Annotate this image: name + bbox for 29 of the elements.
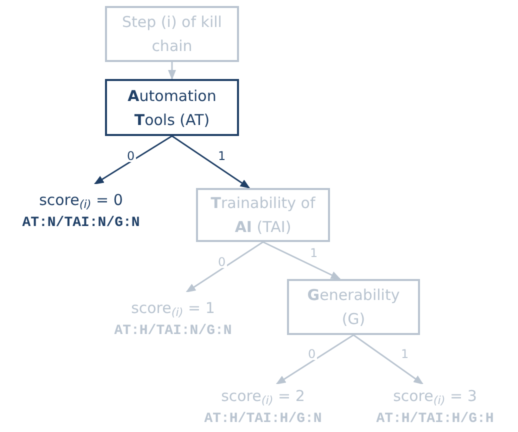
arrow — [276, 334, 354, 385]
node-text: Automation Tools (AT) — [126, 86, 218, 130]
vector-code: AT:H/TAI:H/G:N — [204, 410, 322, 429]
score-formula: score$_{(i)}$ = 1 — [131, 298, 215, 320]
decision-box — [196, 188, 330, 242]
arrow — [353, 334, 424, 385]
decision-box — [105, 6, 239, 62]
arrow — [262, 241, 341, 280]
arrow — [168, 62, 176, 80]
vector-code: AT:H/TAI:H/G:H — [376, 410, 494, 429]
edge-label: 1 — [400, 348, 410, 360]
decision-box — [105, 79, 239, 136]
decision-box — [287, 279, 420, 335]
node-text: Trainability of AI (TAI) — [210, 193, 316, 238]
node-text: Step (i) of kill chain — [121, 12, 223, 57]
score-formula: score$_{(i)}$ = 0 — [39, 190, 123, 212]
edge-label: 1 — [309, 247, 319, 259]
arrow — [94, 135, 172, 185]
node-text: Generability (G) — [306, 285, 401, 330]
edge-label: 0 — [126, 150, 136, 162]
vector-code: AT:H/TAI:N/G:N — [114, 322, 232, 341]
vector-code: AT:N/TAI:N/G:N — [22, 214, 140, 233]
arrow — [186, 241, 264, 293]
score-formula: score$_{(i)}$ = 3 — [393, 386, 477, 408]
edge-label: 0 — [217, 256, 227, 268]
edge-label: 1 — [217, 150, 227, 162]
score-formula: score$_{(i)}$ = 2 — [221, 386, 305, 408]
edge-label: 0 — [307, 348, 317, 360]
arrow — [172, 135, 250, 189]
